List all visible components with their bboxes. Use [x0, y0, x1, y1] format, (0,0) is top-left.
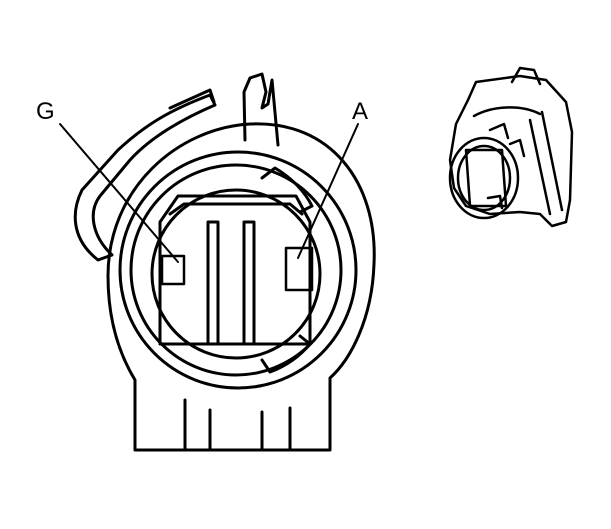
middle-ring	[129, 163, 343, 377]
perspective-key	[486, 194, 504, 210]
inner-cavity	[158, 194, 312, 346]
terminal-a	[284, 246, 314, 292]
latch-tip	[168, 88, 216, 110]
perspective-edge	[540, 110, 564, 212]
rib	[242, 220, 256, 346]
connector-perspective-view	[448, 66, 574, 228]
top-tab	[242, 72, 280, 147]
perspective-face-inner	[456, 144, 512, 212]
label-a: A	[352, 98, 369, 125]
key-tab-top	[260, 166, 314, 214]
perspective-rim	[472, 106, 542, 118]
perspective-key	[488, 122, 510, 140]
label-g: G	[36, 98, 55, 125]
perspective-face-outer	[448, 136, 520, 220]
leader-line-g	[59, 123, 179, 263]
leader-line-a	[297, 123, 359, 259]
rib	[206, 220, 220, 346]
housing-outer	[106, 122, 376, 452]
perspective-key	[508, 138, 526, 158]
perspective-edge	[528, 118, 552, 216]
terminal-g	[160, 254, 186, 286]
perspective-latch	[510, 66, 542, 86]
inner-cavity-edge	[168, 202, 304, 216]
perspective-cavity	[464, 148, 508, 208]
connector-face-view	[59, 72, 376, 452]
inner-ring	[150, 188, 322, 360]
outer-ring	[118, 150, 358, 390]
